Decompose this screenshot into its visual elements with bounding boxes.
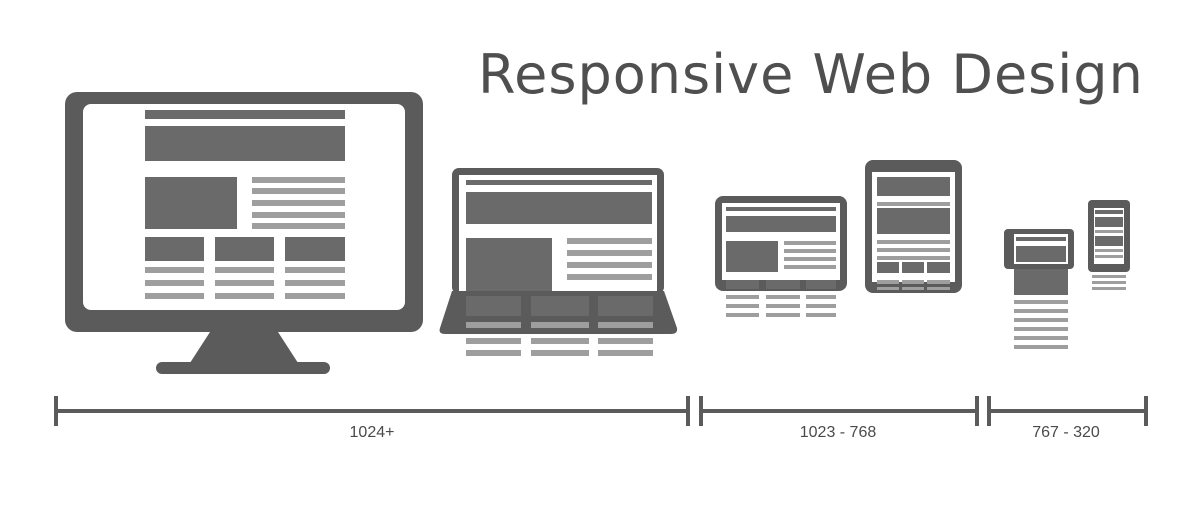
page-title: Responsive Web Design (478, 43, 1144, 106)
range-label-phone: 767 - 320 (1032, 424, 1100, 441)
range-bar-desktop (54, 396, 690, 426)
desktop-monitor-icon (65, 92, 423, 374)
range-label-desktop: 1024+ (349, 424, 395, 441)
range-bar-tablet (699, 396, 979, 426)
tablet-portrait-icon (865, 160, 962, 293)
tablet-landscape-icon (715, 196, 847, 317)
laptop-icon (439, 168, 678, 356)
range-label-tablet: 1023 - 768 (799, 424, 877, 441)
phone-landscape-icon (1004, 229, 1074, 349)
phone-portrait-icon (1088, 200, 1130, 290)
range-bar-phone (987, 396, 1148, 426)
